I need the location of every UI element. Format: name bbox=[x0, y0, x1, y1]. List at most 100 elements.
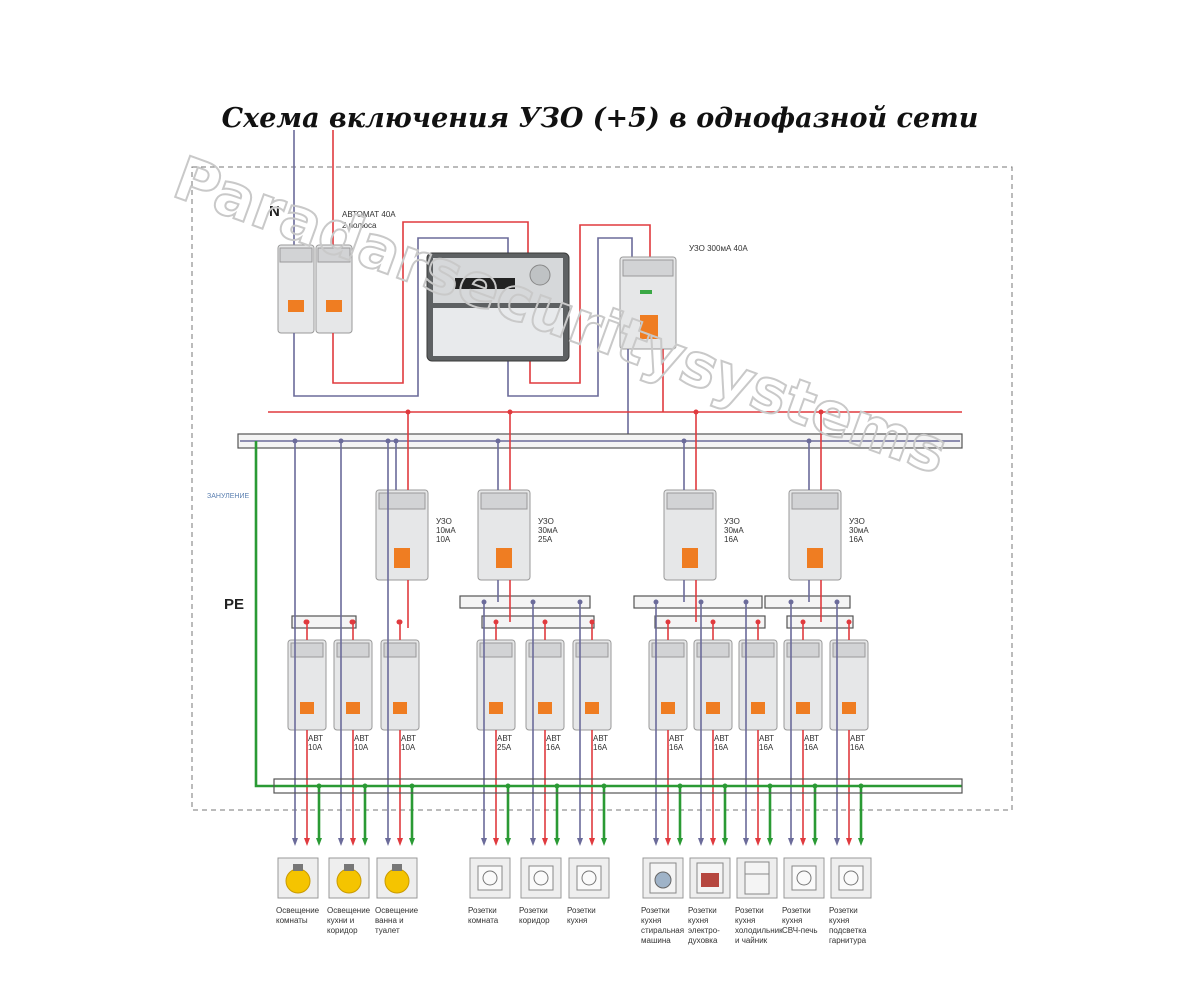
breaker-label-1: АВТ bbox=[354, 734, 369, 743]
breaker-9[interactable] bbox=[738, 639, 778, 731]
rcd-label-3: 10А bbox=[436, 535, 451, 544]
arrow-head bbox=[542, 838, 548, 846]
rcd-device-2[interactable] bbox=[477, 489, 531, 581]
breaker-10[interactable] bbox=[783, 639, 823, 731]
neutral-junction bbox=[495, 438, 501, 444]
arrow-head bbox=[589, 838, 595, 846]
breaker-label-2: 10А bbox=[308, 743, 323, 752]
arrow-head bbox=[409, 838, 415, 846]
breaker-label-2: 16А bbox=[669, 743, 684, 752]
breaker-top bbox=[696, 642, 730, 658]
neutral-junction bbox=[681, 438, 687, 444]
meter-wiring bbox=[293, 221, 651, 397]
arrow-head bbox=[481, 838, 487, 846]
load-label-line: машина bbox=[641, 936, 671, 945]
phase-busbar-4 bbox=[786, 615, 854, 629]
arrow-head bbox=[722, 838, 728, 846]
breaker-2[interactable] bbox=[333, 639, 373, 731]
electricity-meter bbox=[426, 252, 570, 362]
breaker-label-1: АВТ bbox=[850, 734, 865, 743]
main-breaker-label-1: АВТОМАТ 40А bbox=[342, 210, 396, 219]
breaker-label-2: 16А bbox=[546, 743, 561, 752]
phase-tap bbox=[665, 619, 671, 625]
load-label-line: Розетки bbox=[782, 906, 811, 915]
breaker-handle bbox=[300, 702, 314, 714]
rcd-device-3[interactable] bbox=[663, 489, 717, 581]
rcd-label-2: 10мА bbox=[436, 526, 456, 535]
arrow-head bbox=[846, 838, 852, 846]
neutral-junction bbox=[806, 438, 812, 444]
load-label-line: коридор bbox=[519, 916, 550, 925]
breaker-label-1: АВТ bbox=[497, 734, 512, 743]
arrow-head bbox=[698, 838, 704, 846]
socket-icon bbox=[477, 865, 503, 891]
breaker-11[interactable] bbox=[829, 639, 869, 731]
arrow-head bbox=[350, 838, 356, 846]
breaker-4[interactable] bbox=[476, 639, 516, 731]
load-label-line: подсветка bbox=[829, 926, 867, 935]
breaker-5[interactable] bbox=[525, 639, 565, 731]
load-label-line: кухня bbox=[829, 916, 849, 925]
phase-tap bbox=[710, 619, 716, 625]
load-4 bbox=[469, 857, 511, 899]
arrow-head bbox=[554, 838, 560, 846]
neutral-label: N bbox=[269, 203, 280, 220]
rcd-label-1: УЗО bbox=[849, 517, 865, 526]
breaker-label-1: АВТ bbox=[759, 734, 774, 743]
phase-tap bbox=[304, 619, 310, 625]
neutral-busbar-2 bbox=[459, 595, 591, 609]
rcd-handle bbox=[394, 548, 410, 568]
phase-tap bbox=[846, 619, 852, 625]
load-label-line: ванна и bbox=[375, 916, 404, 925]
rcd-device-4[interactable] bbox=[788, 489, 842, 581]
breaker-label-1: АВТ bbox=[401, 734, 416, 743]
main-rcd[interactable] bbox=[619, 256, 677, 350]
arrow-head bbox=[755, 838, 761, 846]
arrow-head bbox=[834, 838, 840, 846]
arrow-head bbox=[601, 838, 607, 846]
load-label-line: кухня bbox=[735, 916, 755, 925]
breaker-6[interactable] bbox=[572, 639, 612, 731]
rcd-handle bbox=[496, 548, 512, 568]
arrow-head bbox=[530, 838, 536, 846]
arrow-head bbox=[316, 838, 322, 846]
breaker-handle bbox=[751, 702, 765, 714]
neutral-tap bbox=[698, 599, 704, 605]
breaker-top bbox=[741, 642, 775, 658]
breaker-7[interactable] bbox=[648, 639, 688, 731]
load-5 bbox=[520, 857, 562, 899]
oven-icon bbox=[696, 862, 724, 894]
arrow-head bbox=[292, 838, 298, 846]
breaker-top bbox=[832, 642, 866, 658]
rcd-body bbox=[477, 489, 531, 581]
neutral-tap bbox=[653, 599, 659, 605]
zanulenie-label: ЗАНУЛЕНИЕ bbox=[207, 493, 250, 500]
breaker-label-1: АВТ bbox=[669, 734, 684, 743]
load-label-line: Розетки bbox=[735, 906, 764, 915]
load-label-line: Розетки bbox=[688, 906, 717, 915]
breaker-handle bbox=[585, 702, 599, 714]
breaker-handle bbox=[796, 702, 810, 714]
arrow-head bbox=[677, 838, 683, 846]
rcd-label-2: 30мА bbox=[849, 526, 869, 535]
breaker-3[interactable] bbox=[380, 639, 420, 731]
breaker-8[interactable] bbox=[693, 639, 733, 731]
enclosure-outline bbox=[191, 166, 1013, 811]
main-breaker[interactable] bbox=[277, 244, 353, 334]
breaker-top bbox=[575, 642, 609, 658]
pe-label: PE bbox=[224, 596, 244, 613]
load-label-line: Розетки bbox=[641, 906, 670, 915]
breaker-handle bbox=[706, 702, 720, 714]
breaker-handle bbox=[393, 702, 407, 714]
rcd-body bbox=[788, 489, 842, 581]
rcd-device-1[interactable] bbox=[375, 489, 429, 581]
breaker-label-1: АВТ bbox=[546, 734, 561, 743]
breaker-label-1: АВТ bbox=[804, 734, 819, 743]
branch-wires bbox=[292, 409, 864, 846]
breaker-1[interactable] bbox=[287, 639, 327, 731]
breaker-label-2: 16А bbox=[593, 743, 608, 752]
phase-busbar-3 bbox=[654, 615, 766, 629]
